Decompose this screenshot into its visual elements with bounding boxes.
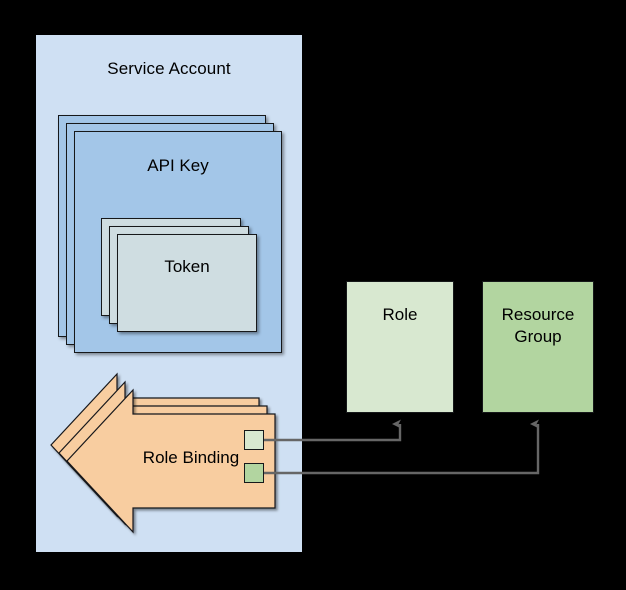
resource-group-label-line-1: Resource [501, 305, 575, 324]
resource-group-box[interactable]: Resource Group [482, 281, 594, 413]
connector-role-binding-to-resource-group [264, 419, 540, 475]
service-account-label: Service Account [107, 59, 231, 78]
role-binding-arrow-shapes [50, 372, 276, 534]
token-label: Token [164, 257, 210, 276]
resource-group-label-line-2: Group [514, 327, 562, 346]
role-binding-stack[interactable]: Role Binding [40, 360, 290, 540]
role-box-label: Role [382, 305, 418, 324]
resource-group-connector-swatch[interactable] [244, 463, 264, 483]
api-key-label: API Key [147, 156, 209, 175]
token-card[interactable]: Token [117, 234, 257, 332]
role-connector-swatch[interactable] [244, 430, 264, 450]
resource-group-box-label: Resource Group [483, 304, 593, 348]
role-binding-label: Role Binding [142, 448, 240, 467]
role-binding-arrow [66, 388, 276, 534]
role-box[interactable]: Role [346, 281, 454, 413]
